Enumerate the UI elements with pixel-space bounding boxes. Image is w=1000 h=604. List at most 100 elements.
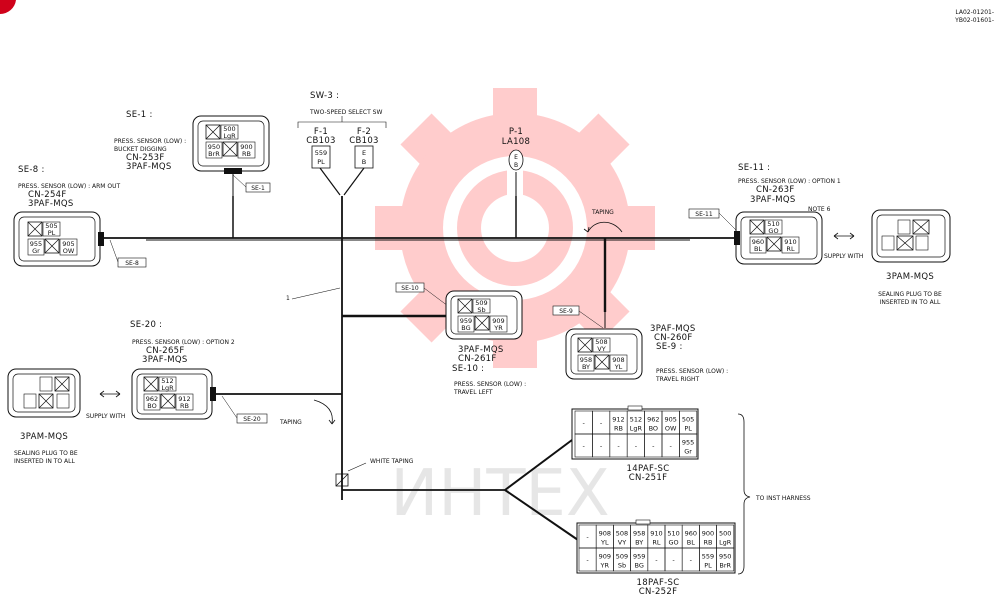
main-harness bbox=[104, 167, 740, 541]
se9-type: 3PAF-MQS bbox=[650, 324, 696, 334]
watermark: ИНТЕХ bbox=[375, 88, 655, 531]
cn252-pin-color: BG bbox=[635, 562, 644, 570]
se11-type: 3PAF-MQS bbox=[750, 195, 796, 205]
cn251-code: CN-251F bbox=[629, 473, 668, 483]
svg-text:PL: PL bbox=[48, 229, 56, 237]
svg-text:508: 508 bbox=[595, 338, 607, 346]
svg-text:BO: BO bbox=[147, 402, 156, 410]
se8-type: 3PAF-MQS bbox=[28, 199, 74, 209]
svg-text:RL: RL bbox=[786, 245, 795, 253]
to-inst-harness-label: TO INST HARNESS bbox=[755, 495, 811, 502]
se9-title: SE-9 : bbox=[656, 342, 683, 352]
cn252-pin-number: 959 bbox=[633, 552, 645, 560]
cn252-pin-number: - bbox=[672, 556, 675, 564]
cn251-pin-number: 955 bbox=[682, 438, 694, 446]
svg-text:909: 909 bbox=[492, 317, 504, 325]
cn251-pin-color: PL bbox=[684, 425, 692, 433]
cn252-pin-color: LgR bbox=[719, 539, 732, 547]
cn252-pin-color: BrR bbox=[719, 562, 731, 570]
sw3-switch: SW-3 : TWO-SPEED SELECT SW F-1 CB103 559… bbox=[297, 91, 387, 169]
cn251-pin-number: - bbox=[670, 442, 673, 450]
watermark-text: ИНТЕХ bbox=[390, 457, 609, 531]
right-plug-supply: SUPPLY WITH bbox=[824, 253, 863, 260]
svg-text:900: 900 bbox=[240, 143, 252, 151]
se8-sensor-connector: SE-8 : PRESS. SENSOR (LOW) : ARM OUT CN-… bbox=[13, 165, 147, 268]
cn252-pin-color: PL bbox=[704, 562, 712, 570]
left-plug-type: 3PAM-MQS bbox=[20, 432, 68, 442]
sw3-f1-code: CB103 bbox=[306, 136, 336, 146]
right-plug-type: 3PAM-MQS bbox=[886, 272, 934, 282]
svg-text:559: 559 bbox=[315, 149, 327, 157]
svg-text:955: 955 bbox=[30, 240, 42, 248]
cn252-pin-number: 510 bbox=[667, 529, 679, 537]
cn251f-connector: --912RB512LgR962BO905OW505PL------955Gr … bbox=[571, 405, 699, 483]
cn252-pin-color: YL bbox=[600, 539, 609, 547]
taping-arc-left bbox=[313, 399, 333, 425]
cn251-pin-number: - bbox=[635, 442, 638, 450]
cn251-pin-color: RB bbox=[614, 425, 623, 433]
svg-text:962: 962 bbox=[146, 395, 158, 403]
cn252-pin-number: - bbox=[586, 556, 589, 564]
se9-tag: SE-9 bbox=[559, 308, 573, 315]
cn252-pin-number: 509 bbox=[616, 552, 628, 560]
se20-title: SE-20 : bbox=[130, 320, 162, 330]
svg-text:VY: VY bbox=[597, 345, 605, 353]
cn252-pin-number: 910 bbox=[650, 529, 662, 537]
left-plug-note1: SEALING PLUG TO BE bbox=[14, 450, 78, 457]
cn251-pin-number: - bbox=[583, 442, 586, 450]
se11-sensor-connector: SE-11 : PRESS. SENSOR (LOW) : OPTION 1 C… bbox=[688, 163, 841, 265]
se1-title: SE-1 : bbox=[126, 110, 153, 120]
cn252-pin-number: 500 bbox=[719, 529, 731, 537]
brace bbox=[737, 413, 751, 575]
cn252-pin-color: BY bbox=[635, 539, 643, 547]
svg-text:905: 905 bbox=[62, 240, 74, 248]
taping-label-top: TAPING bbox=[591, 209, 614, 216]
cn252-pin-color: RL bbox=[652, 539, 661, 547]
se11-desc1: PRESS. SENSOR (LOW) : OPTION 1 bbox=[738, 178, 841, 185]
svg-text:BrR: BrR bbox=[208, 150, 220, 158]
se20-type: 3PAF-MQS bbox=[142, 355, 188, 365]
se11-note: NOTE 6 bbox=[808, 206, 831, 213]
double-arrow-icon bbox=[833, 232, 855, 240]
svg-text:BG: BG bbox=[461, 324, 470, 332]
right-plug-note2: INSERTED IN TO ALL bbox=[880, 299, 941, 306]
se8-code: CN-254F bbox=[28, 190, 67, 200]
cn251-type: 14PAF-SC bbox=[627, 464, 670, 474]
svg-text:PL: PL bbox=[317, 158, 325, 166]
wire-number-1: 1 bbox=[286, 295, 290, 302]
svg-text:959: 959 bbox=[460, 317, 472, 325]
corner-mark bbox=[0, 0, 16, 15]
cn251-pin-number: 905 bbox=[664, 415, 676, 423]
sw3-f2-code: CB103 bbox=[349, 136, 379, 146]
cn252-pin-color: VY bbox=[618, 539, 626, 547]
svg-text:OW: OW bbox=[63, 247, 75, 255]
cn252f-connector: -908YL508VY958BY910RL510GO960BL900RB500L… bbox=[576, 519, 736, 597]
cn251-pin-number: - bbox=[600, 442, 603, 450]
cn252-code: CN-252F bbox=[639, 587, 678, 597]
left-plug-note2: INSERTED IN TO ALL bbox=[14, 458, 75, 465]
svg-text:910: 910 bbox=[784, 238, 796, 246]
cn252-pin-number: - bbox=[586, 533, 589, 541]
svg-text:960: 960 bbox=[752, 238, 764, 246]
se9-code: CN-260F bbox=[654, 333, 693, 343]
svg-text:Gr: Gr bbox=[32, 247, 40, 255]
svg-text:958: 958 bbox=[580, 356, 592, 364]
se10-desc2: TRAVEL LEFT bbox=[453, 389, 493, 396]
cn252-pin-number: 950 bbox=[719, 552, 731, 560]
taping-label-left: TAPING bbox=[279, 419, 302, 426]
sw3-f2: F-2 bbox=[357, 127, 371, 137]
svg-text:E: E bbox=[514, 154, 518, 161]
cn252-pin-color: BL bbox=[687, 539, 695, 547]
svg-text:B: B bbox=[514, 162, 518, 169]
se20-tag: SE-20 bbox=[243, 416, 261, 423]
se20-code: CN-265F bbox=[146, 346, 185, 356]
se1-desc1: PRESS. SENSOR (LOW) : bbox=[114, 138, 186, 145]
doc-code-2: YB02-01601- bbox=[954, 17, 994, 24]
se1-desc2: BUCKET DIGGING bbox=[114, 146, 167, 153]
cn252-pin-number: - bbox=[655, 556, 658, 564]
cn251-pin-color: LgR bbox=[630, 425, 643, 433]
se10-title: SE-10 : bbox=[452, 364, 484, 374]
se20-sensor-connector: SE-20 : PRESS. SENSOR (LOW) : OPTION 2 C… bbox=[130, 320, 268, 424]
